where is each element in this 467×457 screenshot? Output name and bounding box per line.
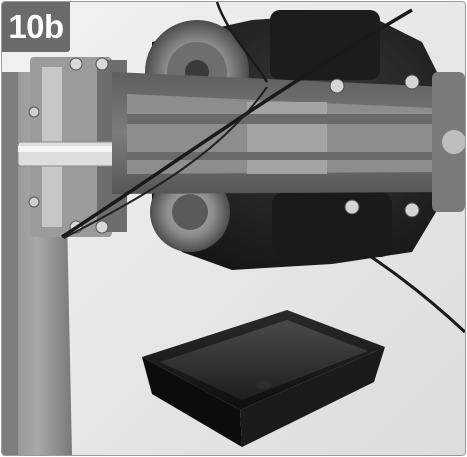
step-number-badge: 10b	[2, 2, 70, 52]
